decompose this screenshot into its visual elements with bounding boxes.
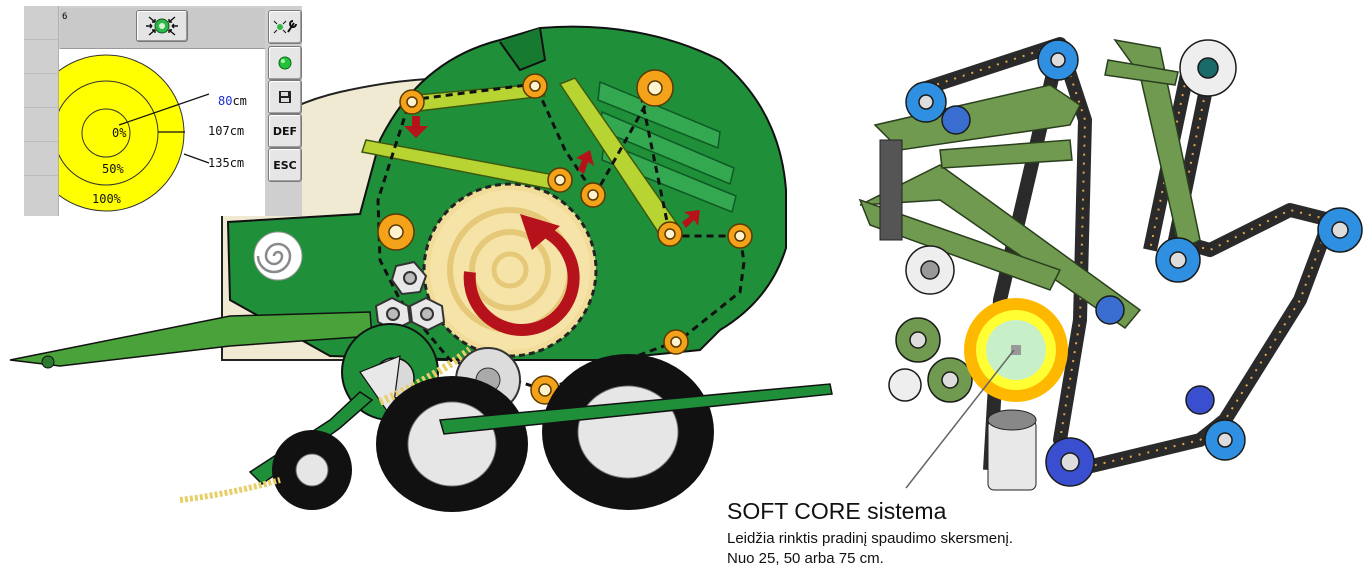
esc-button[interactable]: ESC — [268, 148, 302, 182]
ring-outer-diameter-label: 135cm — [208, 156, 245, 170]
green-led-icon — [278, 56, 292, 70]
ring-middle-diameter-label: 107cm — [208, 124, 245, 138]
bale-compress-icon — [146, 16, 178, 36]
caption-title: SOFT CORE sistema — [727, 498, 947, 524]
orange-rollers — [377, 69, 753, 405]
caption-leader-line — [905, 349, 1015, 489]
ring-inner-percent: 0% — [112, 126, 127, 140]
ring-outer-percent: 100% — [92, 192, 121, 206]
bale-compress-mode-button[interactable] — [136, 10, 188, 42]
bale-rotation-arrow — [463, 222, 580, 336]
save-button[interactable] — [268, 80, 302, 114]
save-disk-icon — [279, 91, 291, 103]
starter-rollers — [374, 260, 446, 332]
led-status-button[interactable] — [268, 46, 302, 80]
pulleys — [888, 39, 1363, 487]
caption-line-2: Nuo 25, 50 arba 75 cm. — [727, 550, 884, 567]
ring-middle-percent: 50% — [102, 162, 124, 176]
tension-arms — [361, 77, 682, 239]
core-settings-button[interactable] — [268, 10, 302, 44]
core-diameter-display — [27, 49, 265, 216]
soft-core-target — [964, 298, 1068, 402]
motion-arrows — [404, 116, 700, 228]
spiral-logo-icon — [253, 231, 303, 281]
ring-inner-diameter-label: 80cm — [218, 94, 247, 108]
terminal-display-panel: 6 80cm 107cm 135c — [24, 6, 302, 216]
terminal-page-number: 6 — [62, 12, 68, 22]
core-settings-wrench-icon — [273, 20, 297, 34]
belt-path — [376, 82, 746, 392]
frame-arms — [858, 38, 1201, 330]
def-button[interactable]: DEF — [268, 114, 302, 148]
caption-line-1: Leidžia rinktis pradinį spaudimo skersme… — [727, 530, 1013, 547]
